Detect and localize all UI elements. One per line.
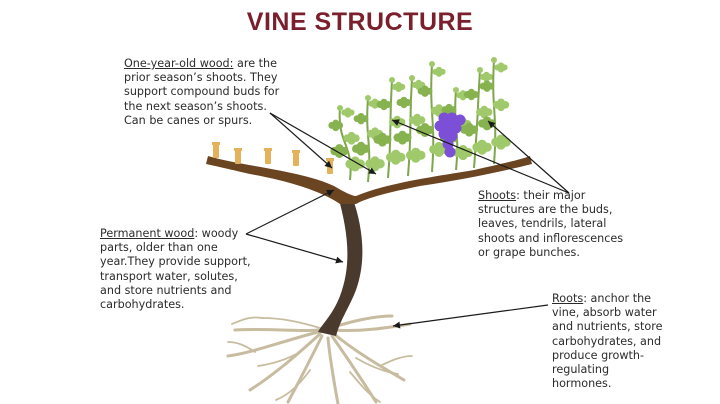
- shoot-tip: [337, 105, 343, 111]
- leaf: [408, 113, 426, 127]
- leaf: [393, 130, 412, 145]
- pointer-line: [245, 189, 335, 235]
- leaf: [330, 144, 349, 159]
- spur-bud: [234, 148, 242, 151]
- root-strand: [286, 334, 324, 404]
- leaf: [460, 122, 479, 137]
- pointer-arrowhead: [335, 256, 343, 264]
- grape: [444, 146, 456, 158]
- annotation-roots: Roots: anchor the vine, absorb water and…: [552, 292, 663, 391]
- spur-bud: [212, 142, 220, 145]
- root-strand: [233, 327, 320, 333]
- leaf: [353, 112, 369, 125]
- root-strand: [326, 336, 340, 404]
- pointer-line: [487, 120, 570, 194]
- grape-bunch: [434, 112, 466, 158]
- leaf: [453, 144, 473, 161]
- trunk-body: [318, 196, 363, 336]
- root-strand: [257, 351, 301, 367]
- root-strand: [227, 341, 256, 353]
- leaf: [385, 149, 406, 165]
- pointer-arrowhead: [488, 121, 496, 129]
- leaf: [352, 141, 370, 156]
- pointer-arrowhead: [326, 190, 334, 197]
- leaf: [343, 131, 360, 145]
- cordon-arm-body: [206, 156, 532, 204]
- page-title: VINE STRUCTURE: [246, 8, 474, 36]
- leaf: [492, 98, 510, 112]
- leaf: [365, 156, 385, 172]
- spur: [213, 144, 219, 158]
- root-strand: [226, 330, 320, 358]
- shoot-tip: [389, 77, 395, 83]
- root-strand: [261, 317, 321, 329]
- pointer-line: [269, 112, 377, 175]
- cordon-arm: [206, 156, 532, 204]
- term-one-year-wood: One-year-old wood:: [124, 57, 234, 70]
- root-strand: [379, 355, 413, 367]
- pointer-arrowhead: [393, 321, 401, 329]
- shoot-stem: [387, 79, 393, 179]
- root-strand: [332, 332, 406, 382]
- shoot-tip: [429, 61, 435, 67]
- term-shoots: Shoots: [478, 189, 517, 202]
- pointer-arrowhead: [392, 119, 400, 126]
- leaf: [392, 81, 406, 93]
- pointer-lines: [245, 112, 570, 329]
- spur-bud: [264, 148, 272, 151]
- pointer-arrowhead: [324, 160, 332, 168]
- root-strand: [275, 369, 311, 401]
- root-strand: [248, 332, 322, 392]
- spur-bud: [292, 150, 300, 153]
- annotation-shoots: Shoots: their major structures are the b…: [478, 189, 624, 259]
- leaf: [479, 80, 495, 92]
- leaf: [373, 132, 392, 147]
- shoot-tip: [365, 95, 371, 101]
- pointer-line: [245, 233, 344, 263]
- root-strand: [349, 371, 381, 403]
- shoot-tip: [409, 75, 415, 81]
- spur: [265, 150, 271, 164]
- spur: [235, 150, 241, 164]
- leaf: [494, 62, 508, 73]
- root-strand: [330, 334, 378, 404]
- leaf: [376, 98, 392, 111]
- root-strand: [231, 316, 263, 325]
- annotation-permanent-wood: Permanent wood: woody parts, older than …: [100, 227, 251, 312]
- shoots: [328, 57, 511, 183]
- pointer-line: [391, 119, 570, 194]
- pointer-line: [269, 112, 333, 169]
- pointer-arrowhead: [368, 167, 376, 174]
- leaf: [432, 66, 446, 77]
- leaf: [472, 139, 492, 155]
- trunk: [318, 196, 363, 336]
- shoot-stem: [338, 107, 352, 181]
- spur: [293, 152, 299, 166]
- shoot-tip: [491, 57, 497, 63]
- roots: [226, 314, 413, 404]
- leaf: [417, 85, 433, 97]
- leaf: [441, 103, 457, 116]
- root-strand: [355, 357, 399, 375]
- leaf: [476, 105, 493, 119]
- annotation-one-year-wood: One-year-old wood: are the prior season’…: [124, 57, 280, 127]
- shoot-stem: [492, 59, 497, 165]
- leaf: [416, 123, 434, 137]
- spur-bud: [326, 158, 334, 161]
- shoot-stem: [430, 63, 435, 173]
- leaf: [328, 119, 344, 132]
- leaf: [341, 107, 355, 118]
- term-roots: Roots: [552, 292, 584, 305]
- term-permanent-wood: Permanent wood: [100, 227, 195, 240]
- shoot-tip: [477, 67, 483, 73]
- leaf: [463, 88, 479, 101]
- leaf: [479, 71, 494, 83]
- shoot-tip: [453, 87, 459, 93]
- leaf: [405, 147, 426, 163]
- pointer-line: [392, 304, 549, 327]
- leaf: [396, 96, 412, 109]
